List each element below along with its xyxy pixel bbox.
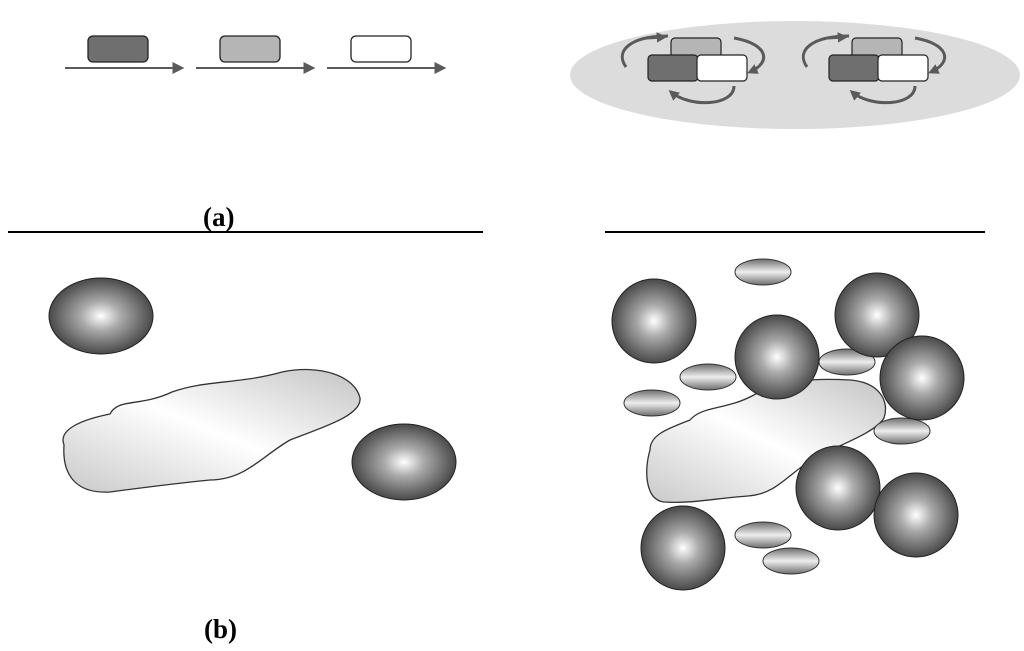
cycle-box-light	[877, 54, 929, 82]
pipeline-step-1	[65, 35, 185, 74]
sparse-scene	[48, 277, 457, 501]
sphere	[640, 505, 726, 591]
small-ellipse	[734, 521, 792, 549]
cycle-arrow	[645, 32, 668, 43]
cycle-arrow	[668, 85, 736, 105]
cycle-arrow	[914, 36, 947, 74]
concurrent-cluster	[570, 21, 1020, 129]
cycle-box-dark	[828, 54, 880, 82]
panel-label-b: (b)	[204, 614, 237, 644]
sphere	[795, 445, 881, 531]
pipeline-box-light	[350, 35, 412, 63]
sphere	[734, 314, 820, 400]
sphere	[611, 278, 697, 364]
cycle-group-2	[801, 32, 947, 105]
small-ellipse	[734, 258, 792, 286]
small-ellipse	[873, 417, 931, 445]
cycle-box-light	[696, 54, 748, 82]
crowded-scene	[611, 258, 965, 591]
cycle-group-1	[620, 32, 766, 105]
sphere	[48, 277, 154, 355]
irregular-blob	[646, 378, 887, 504]
pipeline-box-medium	[219, 35, 281, 63]
irregular-blob	[62, 368, 361, 493]
small-ellipse	[679, 363, 737, 391]
pipeline-step-3	[327, 35, 447, 74]
panel-label-a: (a)	[203, 202, 235, 232]
pipeline-step-2	[196, 35, 316, 74]
cycle-arrow	[826, 32, 849, 43]
sphere	[879, 335, 965, 421]
cycle-arrow	[849, 85, 917, 105]
sequential-pipeline	[65, 35, 447, 74]
sphere	[351, 423, 457, 501]
cycle-box-dark	[647, 54, 699, 82]
sphere	[834, 272, 920, 358]
pipeline-box-dark	[87, 35, 149, 63]
cycle-arrow	[733, 36, 766, 74]
sphere	[873, 472, 959, 558]
cluster-ellipse	[570, 21, 1020, 129]
small-ellipse	[623, 389, 681, 417]
small-ellipse	[762, 547, 820, 575]
